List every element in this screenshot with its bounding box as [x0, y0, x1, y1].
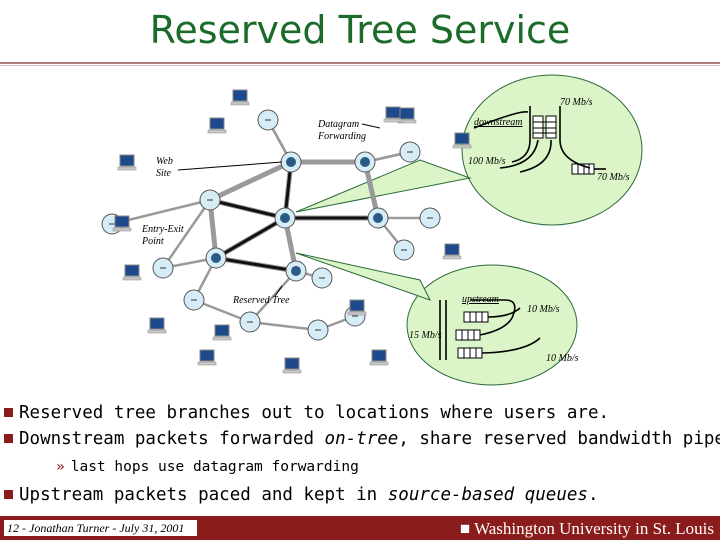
- router-icon: [239, 311, 261, 333]
- rate-label-10a: 10 Mb/s: [527, 304, 560, 315]
- computer-icon: [282, 357, 302, 374]
- downstream-zoom-bubble: [461, 74, 643, 226]
- link-a-c: [208, 159, 293, 203]
- computer-icon: [197, 349, 217, 366]
- title-divider: [0, 62, 720, 64]
- datagram-label-1: Datagram: [317, 119, 359, 130]
- router-icon: [399, 141, 421, 163]
- title-divider-thin: [0, 65, 720, 66]
- downstream-label: downstream: [474, 117, 523, 128]
- router-icon: [419, 207, 441, 229]
- router-icon: [285, 260, 307, 282]
- bullet-1-text: Reserved tree branches out to locations …: [19, 403, 610, 423]
- footer-bar: 12 - Jonathan Turner - July 31, 2001 ■ W…: [0, 516, 720, 540]
- rate-label-10b: 10 Mb/s: [546, 353, 579, 364]
- computer-icon: [442, 243, 462, 260]
- router-icon: [311, 267, 333, 289]
- router-icon: [199, 189, 221, 211]
- router-icon: [307, 319, 329, 341]
- host-computers: [112, 89, 472, 374]
- rate-label-100: 100 Mb/s: [468, 156, 506, 167]
- router-icon: [274, 207, 296, 229]
- web-site-label-1: Web: [156, 156, 173, 167]
- router-icon: [354, 151, 376, 173]
- upstream-zoom-callout: [295, 252, 431, 301]
- computer-icon: [122, 264, 142, 281]
- downstream-zoom-callout: [295, 159, 472, 213]
- rate-label-70a: 70 Mb/s: [560, 97, 593, 108]
- bullet-2: Downstream packets forwarded on-tree, sh…: [0, 429, 720, 449]
- router-icon: [152, 257, 174, 279]
- computer-icon: [230, 89, 250, 106]
- computer-icon: [112, 215, 132, 232]
- chevron-icon: »: [56, 459, 65, 475]
- access-link-c-j: [161, 199, 212, 269]
- footer-university-name: Washington University in St. Louis: [474, 519, 714, 538]
- bullet-2-text: Downstream packets forwarded on-tree, sh…: [19, 429, 720, 449]
- datagram-label-leader: [361, 123, 381, 129]
- upstream-label: upstream: [462, 294, 499, 305]
- datagram-label-2: Forwarding: [317, 131, 366, 142]
- bullet-marker-icon: [4, 433, 13, 443]
- computer-icon: [207, 117, 227, 134]
- sub-bullet-text: last hops use datagram forwarding: [70, 459, 359, 475]
- sub-bullet: » last hops use datagram forwarding: [56, 459, 359, 475]
- router-icon: [257, 109, 279, 131]
- web-site-label-2: Site: [156, 168, 172, 179]
- computer-icon: [147, 317, 167, 334]
- bullet-marker-icon: [4, 407, 13, 417]
- rate-label-15: 15 Mb/s: [409, 330, 442, 341]
- router-icon: [393, 239, 415, 261]
- router-icon: [183, 289, 205, 311]
- rate-label-70b: 70 Mb/s: [597, 172, 630, 183]
- computer-icon: [452, 132, 472, 149]
- bullet-1: Reserved tree branches out to locations …: [0, 403, 609, 423]
- downstream-detail: [473, 106, 606, 175]
- bullet-3-text: Upstream packets paced and kept in sourc…: [19, 485, 599, 505]
- access-link-g-n: [249, 270, 297, 323]
- footer-credit: 12 - Jonathan Turner - July 31, 2001: [4, 520, 197, 536]
- tree-link-f-g: [215, 256, 297, 273]
- reserved-tree-label: Reserved Tree: [232, 295, 290, 306]
- computer-icon: [212, 324, 232, 341]
- entry-exit-label-2: Point: [141, 236, 164, 247]
- entry-exit-label-1: Entry-Exit: [141, 224, 184, 235]
- network-diagram: Datagram Forwarding downstream 70 Mb/s 1…: [101, 74, 643, 386]
- web-site-leader: [177, 161, 283, 171]
- bullet-3: Upstream packets paced and kept in sourc…: [0, 485, 599, 505]
- tree-link-d-f: [215, 216, 286, 260]
- computer-icon: [369, 349, 389, 366]
- computer-icon: [383, 106, 403, 123]
- upstream-zoom-bubble: [406, 264, 578, 386]
- footer-university: ■ Washington University in St. Louis: [460, 519, 714, 539]
- tree-link-c-d: [209, 198, 286, 220]
- router-icon: [367, 207, 389, 229]
- page-title: Reserved Tree Service: [149, 8, 571, 52]
- university-seal-icon: ■: [459, 519, 471, 538]
- router-icon: [205, 247, 227, 269]
- upstream-detail: [439, 299, 541, 360]
- computer-icon: [347, 299, 367, 316]
- reserved-tree-leader: [274, 285, 283, 297]
- computer-icon: [117, 154, 137, 171]
- access-link-n-o: [249, 320, 319, 332]
- bullet-marker-icon: [4, 489, 13, 499]
- router-icon: [280, 151, 302, 173]
